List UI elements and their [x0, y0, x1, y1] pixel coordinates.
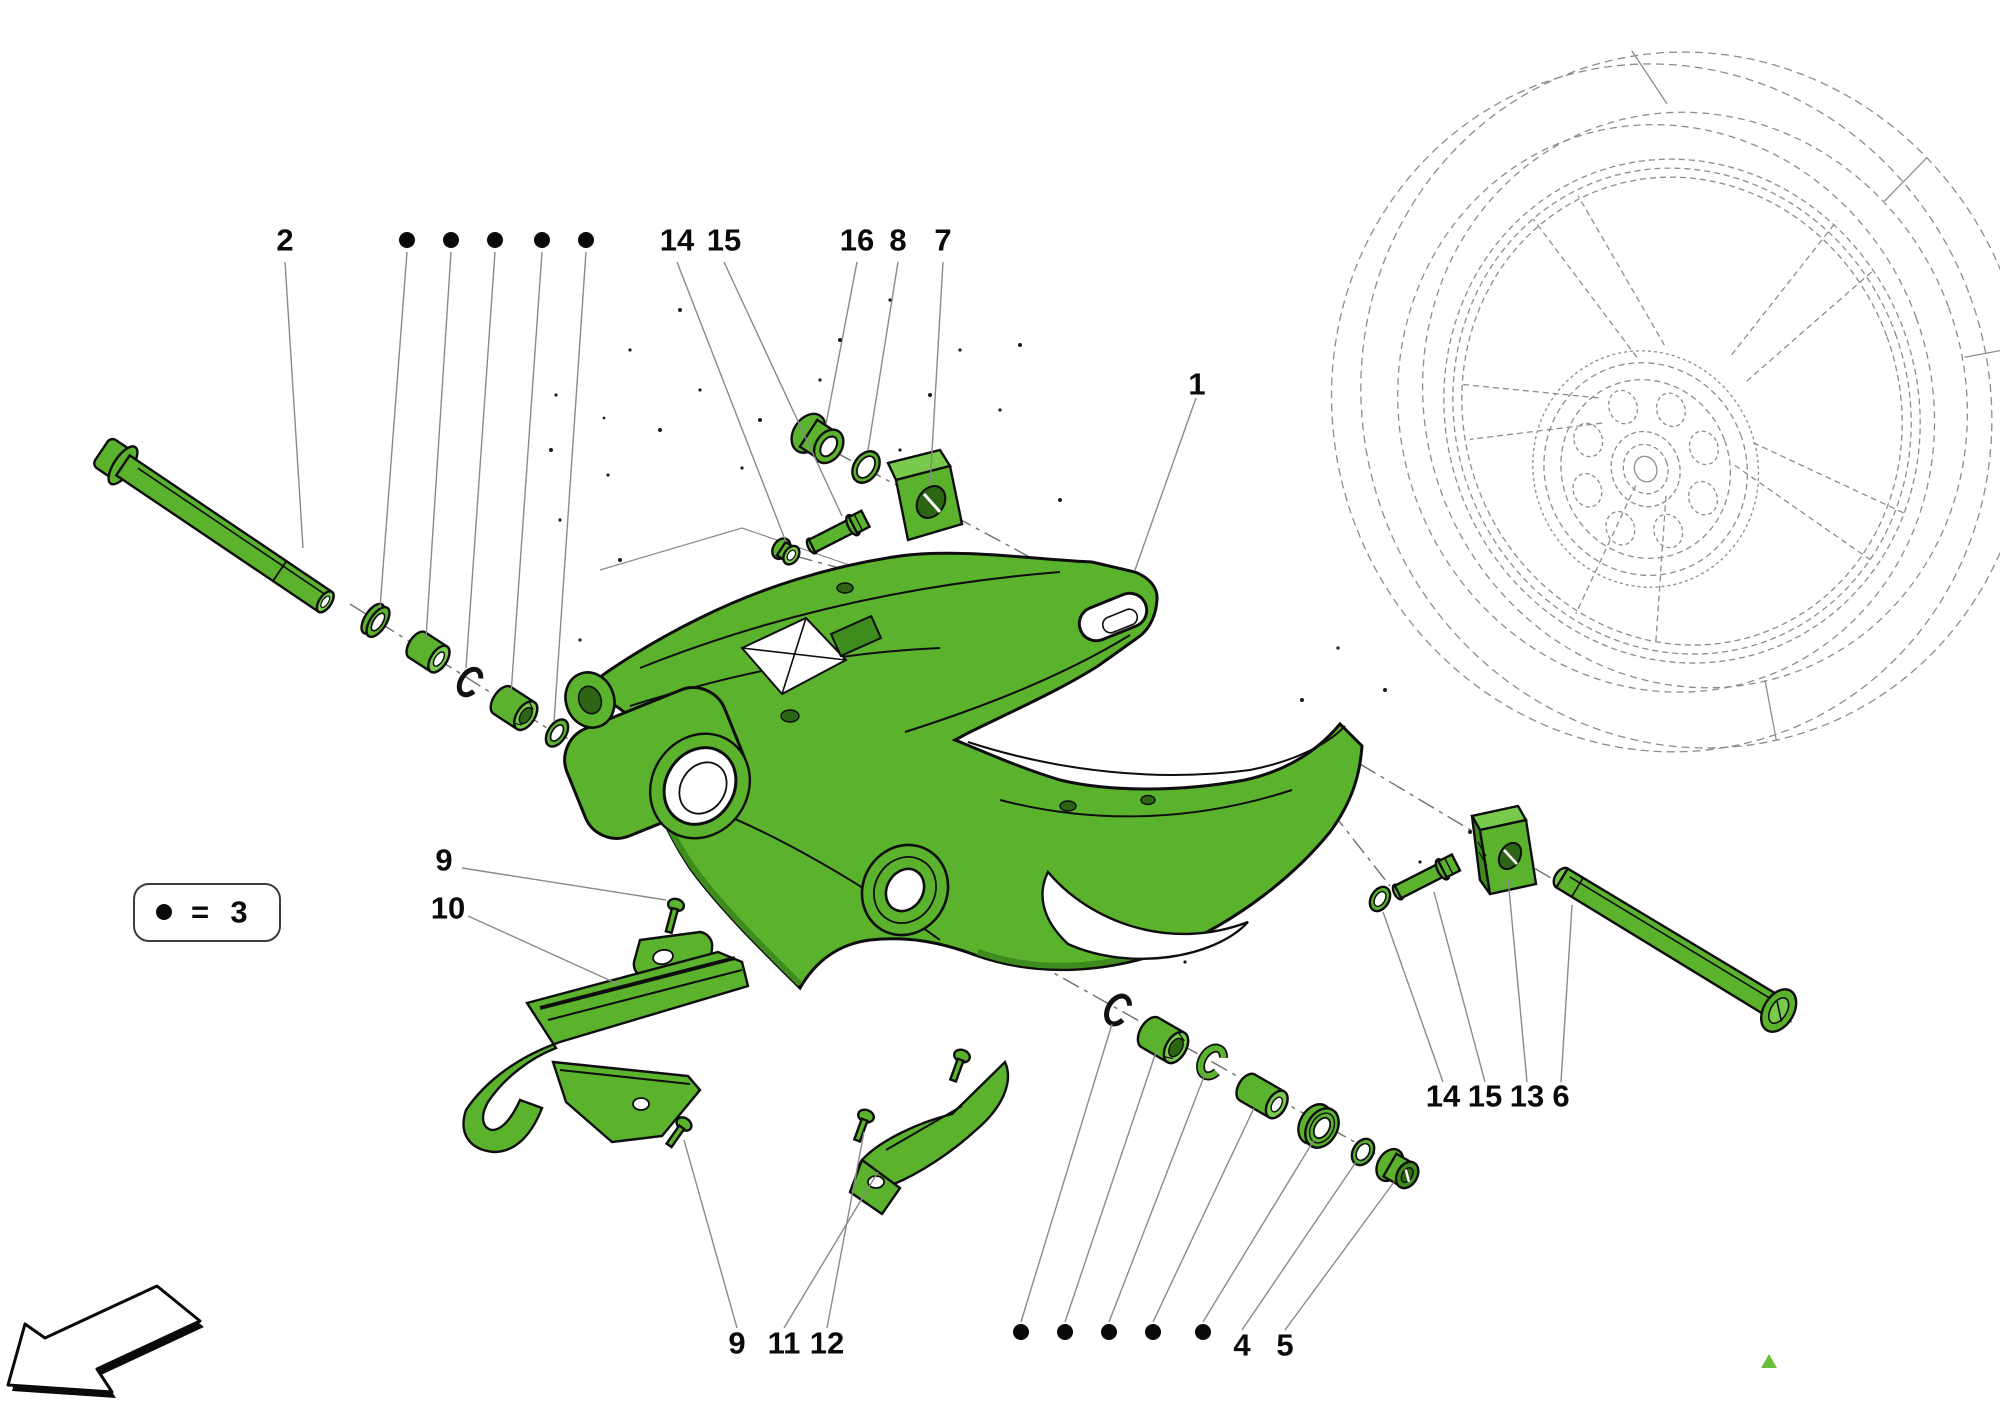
callout-16: 16 — [840, 223, 874, 258]
chain-guard-part-11 — [848, 1059, 1010, 1216]
spacer-right — [1235, 1072, 1289, 1120]
swingarm-pivot-boss-left — [563, 686, 752, 840]
callout-4: 4 — [1233, 1328, 1251, 1363]
callout-labels: 2 14 15 16 8 7 1 9 10 9 11 12 4 5 14 15 … — [276, 223, 1569, 1363]
nut-part-5 — [1375, 1147, 1420, 1190]
legend-quantity: 3 — [230, 895, 247, 930]
tire-tread-sketch — [1631, 50, 2000, 741]
pivot-bearing-left — [489, 684, 539, 732]
callout-14a: 14 — [660, 223, 695, 258]
screw-part-9-upper — [664, 897, 686, 935]
callout-6: 6 — [1552, 1079, 1569, 1114]
washer-part-4 — [1350, 1137, 1376, 1167]
bolt-part-15-right — [1391, 852, 1462, 901]
callout-7: 7 — [934, 223, 951, 258]
legend-box: = 3 — [133, 883, 281, 942]
callout-11: 11 — [768, 1326, 801, 1361]
callout-1: 1 — [1188, 367, 1205, 402]
wheel-sprocket-sketch — [1532, 350, 1760, 588]
callout-15a: 15 — [707, 223, 741, 258]
stopper-block-part-7 — [886, 448, 964, 542]
callout-2: 2 — [276, 223, 293, 258]
swingarm-pivot-boss-right — [860, 843, 950, 937]
quantity-dots-bottom — [1013, 1324, 1211, 1340]
bolt-part-15-top — [805, 509, 872, 555]
qty-dot — [1195, 1324, 1211, 1340]
bearing-ring-right — [1297, 1103, 1340, 1149]
nut-part-16 — [790, 412, 845, 465]
qty-dot — [443, 232, 459, 248]
pivot-washer-left — [360, 602, 391, 639]
quantity-dots-top — [399, 232, 594, 248]
qty-dot — [534, 232, 550, 248]
chain-slider-part-10 — [462, 930, 750, 1154]
callout-14b: 14 — [1426, 1079, 1461, 1114]
callout-12: 12 — [810, 1326, 844, 1361]
qty-dot — [578, 232, 594, 248]
wheel-spokes-sketch — [1460, 195, 1908, 644]
swingarm-cutout — [1041, 869, 1249, 960]
needle-bearing-right — [1136, 1015, 1190, 1065]
leader-lines — [284, 251, 1573, 1331]
pivot-ring-left — [544, 718, 570, 748]
callout-9a: 9 — [435, 843, 452, 878]
screw-part-9-lower — [664, 1116, 693, 1149]
screw-part-12-b — [948, 1048, 971, 1083]
screw-part-12-a — [852, 1108, 875, 1143]
callout-5: 5 — [1276, 1328, 1293, 1363]
qty-dot — [1013, 1324, 1029, 1340]
swingarm-part-1 — [563, 551, 1364, 991]
green-triangle-marker — [1761, 1354, 1777, 1368]
callout-13: 13 — [1510, 1079, 1544, 1114]
qty-dot — [487, 232, 503, 248]
nut-part-14-top — [771, 537, 801, 566]
chain-adjuster-block-part-13 — [1470, 804, 1538, 896]
callout-9b: 9 — [728, 1326, 745, 1361]
washer-part-14-right — [1368, 885, 1392, 913]
swingarm-axle-part-2 — [93, 437, 335, 614]
pivot-bushing-left — [405, 630, 451, 674]
callout-15b: 15 — [1468, 1079, 1502, 1114]
qty-dot — [399, 232, 415, 248]
axle-slot — [1077, 591, 1149, 643]
qty-dot — [1101, 1324, 1117, 1340]
legend-equals: = — [191, 895, 209, 930]
o-ring-part-8 — [851, 450, 881, 484]
direction-arrow-icon — [6, 1284, 204, 1398]
pivot-circlip-left — [456, 666, 484, 698]
rear-wheel-sketch — [1330, 50, 2000, 753]
circlip-right-outer — [1104, 993, 1132, 1027]
callout-10: 10 — [431, 891, 465, 926]
debris-specks — [549, 298, 1472, 964]
callout-8: 8 — [889, 223, 906, 258]
legend-dot-icon — [156, 904, 172, 920]
wheel-axle-part-6 — [1552, 866, 1798, 1033]
qty-dot — [1057, 1324, 1073, 1340]
qty-dot — [1145, 1324, 1161, 1340]
